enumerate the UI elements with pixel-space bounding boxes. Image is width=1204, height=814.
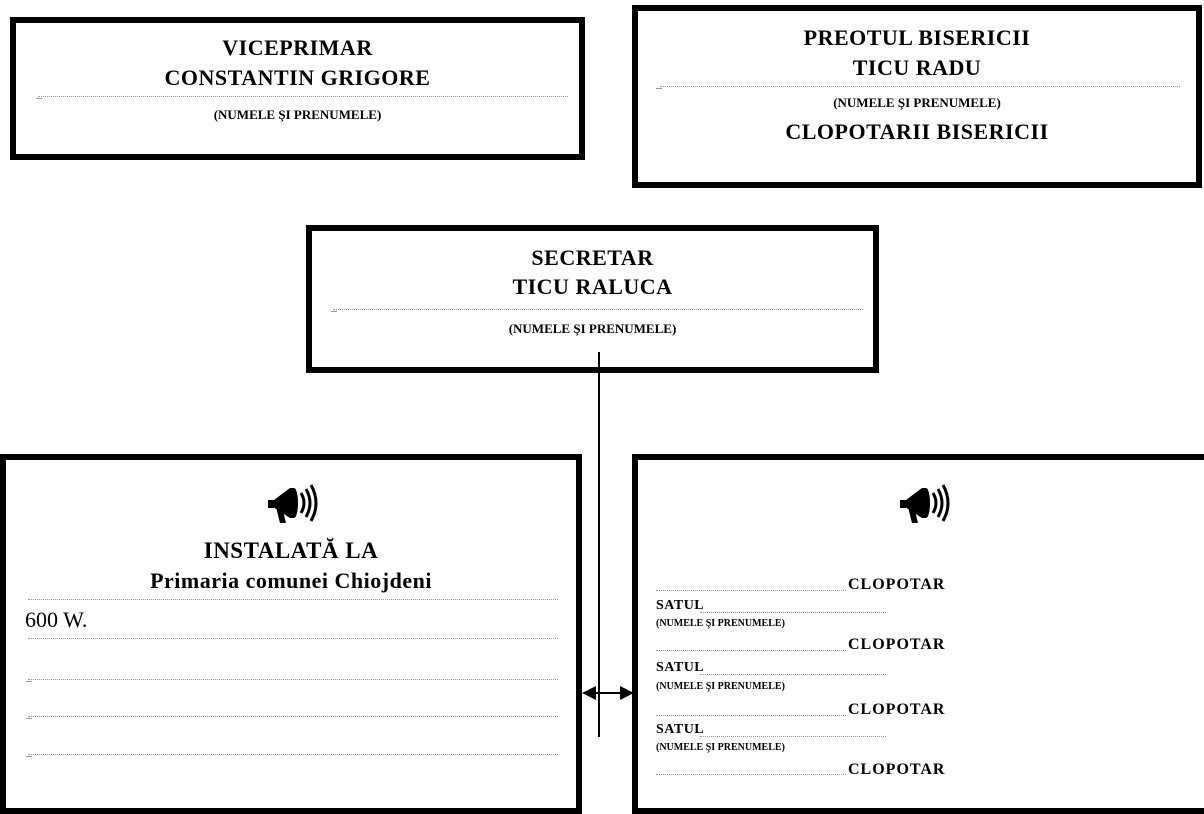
preot-tick [656,88,662,89]
satul-label-3: SATUL [656,722,705,737]
clopotar-line-2 [656,650,846,651]
clopotar-caption-2: (NUMELE ŞI PRENUMELE) [656,681,785,692]
instalata-line-4 [28,716,558,717]
preot-subtitle: CLOPOTARII BISERICII [785,119,1049,144]
clopotar-line-3 [656,715,846,716]
clopotar-role-2: CLOPOTAR [848,636,946,653]
viceprimar-box [10,17,585,160]
satul-label-1: SATUL [656,598,705,613]
instalata-tick-1 [26,681,32,682]
clopotar-caption-1: (NUMELE ŞI PRENUMELE) [656,618,785,629]
instalata-tick-2 [26,718,32,719]
satul-line-1 [700,612,886,613]
clopotar-line-4 [656,774,846,775]
preot-title: PREOTUL BISERICII [803,25,1031,50]
viceprimar-tick [36,98,42,99]
instalata-tick-3 [26,756,32,757]
instalata-line-1 [28,599,558,600]
instalata-location: Primaria comunei Chiojdeni [150,568,432,593]
megaphone-icon [268,484,318,523]
secretar-tick [331,311,337,312]
satul-line-3 [700,736,886,737]
clopotar-role-3: CLOPOTAR [848,701,946,718]
preot-name: TICU RADU [852,55,982,80]
clopotar-line-1 [656,590,846,591]
secretar-caption: (NUMELE ŞI PRENUMELE) [508,321,677,336]
satul-label-2: SATUL [656,660,705,675]
preot-caption: (NUMELE ŞI PRENUMELE) [833,95,1001,110]
instalata-title: INSTALATĂ LA [203,538,379,563]
instalata-line-3 [28,679,558,680]
instalata-power: 600 W. [25,607,88,632]
secretar-name: TICU RALUCA [512,274,673,299]
clopotar-role-1: CLOPOTAR [848,576,946,593]
instalata-line-2 [28,638,558,639]
preot-box [632,5,1202,188]
viceprimar-name-line [38,96,568,97]
viceprimar-name: CONSTANTIN GRIGORE [164,65,431,90]
instalata-line-5 [28,754,558,755]
connector-horizontal [586,692,630,694]
clopotar-role-4: CLOPOTAR [848,761,946,778]
preot-name-line [660,86,1180,87]
satul-line-2 [700,674,886,675]
megaphone-icon [900,484,950,523]
viceprimar-caption: (NUMELE ŞI PRENUMELE) [213,107,382,122]
secretar-title: SECRETAR [531,245,654,270]
clopotar-caption-3: (NUMELE ŞI PRENUMELE) [656,742,785,753]
connector-vertical [598,352,600,737]
secretar-box [306,225,879,373]
secretar-name-line [333,309,863,310]
viceprimar-title: VICEPRIMAR [222,35,373,60]
double-arrow-icon [582,686,634,700]
